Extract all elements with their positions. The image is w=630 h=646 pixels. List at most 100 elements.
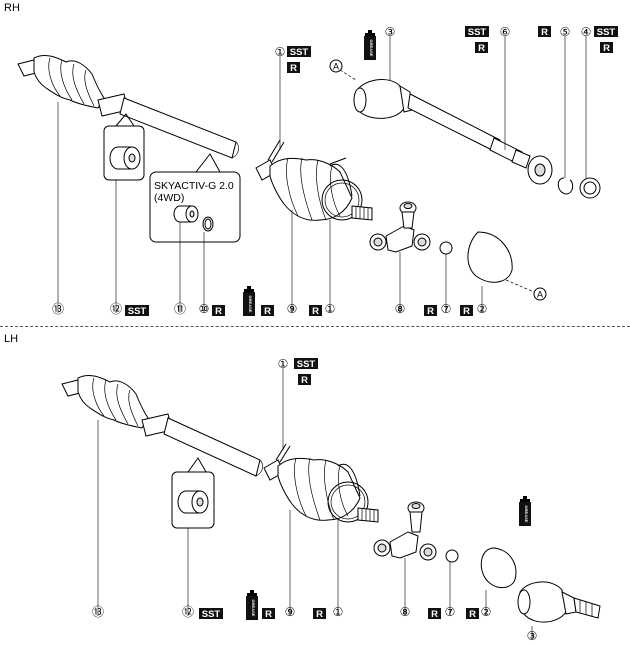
lh-callout-13: ⑬ xyxy=(92,420,104,619)
rh-outer-joint-boot xyxy=(17,55,105,109)
rh-tag-r-4: R xyxy=(600,42,613,54)
rh-tag-r-2: R xyxy=(460,305,473,317)
svg-text:R: R xyxy=(469,609,476,620)
svg-text:GREASE: GREASE xyxy=(248,296,253,313)
svg-text:A: A xyxy=(333,62,339,72)
rh-tag-sst-4: SST xyxy=(594,26,618,38)
svg-text:R: R xyxy=(541,27,548,38)
lh-callout-7: ⑦ xyxy=(445,562,456,619)
svg-text:⑫: ⑫ xyxy=(182,605,194,619)
svg-text:A: A xyxy=(537,290,543,300)
lh-callout-12: ⑫ xyxy=(182,528,194,619)
rh-ref-a-upper-leader xyxy=(339,69,357,81)
lh-callout-9: ⑨ xyxy=(285,510,295,619)
lh-tag-r-2: R xyxy=(466,608,479,620)
rh-tag-r-9: R xyxy=(261,305,274,317)
lh-drive-shaft xyxy=(141,413,263,477)
lh-grease-icon-9: GREASE xyxy=(246,590,258,620)
rh-callout-1-top: ① xyxy=(275,45,285,150)
svg-text:⑤: ⑤ xyxy=(560,25,571,39)
lh-wire-clip xyxy=(480,547,517,589)
svg-text:R: R xyxy=(427,306,434,317)
lh-tripod-joint xyxy=(373,501,437,561)
rh-callout-12: ⑫ xyxy=(110,180,122,316)
svg-text:R: R xyxy=(316,609,323,620)
section-label-lh: LH xyxy=(4,333,19,345)
lh-tag-r-9: R xyxy=(262,608,275,620)
rh-tag-sst-1: SST xyxy=(287,46,311,58)
rh-inner-joint-housing xyxy=(339,69,413,119)
lh-inner-joint-housing xyxy=(517,581,601,623)
lh-damper-box xyxy=(171,457,215,529)
rh-tag-r-5: R xyxy=(538,26,551,38)
svg-text:③: ③ xyxy=(527,629,538,643)
lh-tag-r-7: R xyxy=(428,608,441,620)
svg-text:GREASE: GREASE xyxy=(369,40,374,57)
svg-text:①: ① xyxy=(333,605,344,619)
section-divider xyxy=(0,326,630,327)
svg-text:②: ② xyxy=(477,302,488,316)
svg-text:R: R xyxy=(290,63,297,74)
rh-intermediate-shaft xyxy=(407,93,531,169)
lh-tag-r-1b: R xyxy=(313,608,326,620)
svg-text:SST: SST xyxy=(597,27,616,38)
rh-callout-11: ⑪ xyxy=(174,222,186,316)
svg-text:⑥: ⑥ xyxy=(500,25,511,39)
rh-callout-7: ⑦ xyxy=(441,254,451,316)
rh-ref-a-lower: A xyxy=(533,287,547,301)
rh-tag-r-1b: R xyxy=(309,305,322,317)
svg-text:SST: SST xyxy=(128,306,147,317)
rh-grease-icon-9: GREASE xyxy=(243,286,255,316)
rh-callout-2: ② xyxy=(477,286,488,316)
svg-text:R: R xyxy=(264,306,271,317)
lh-shaft-spline xyxy=(357,507,379,523)
svg-text:③: ③ xyxy=(385,25,396,39)
svg-text:⑩: ⑩ xyxy=(199,302,210,316)
rh-callout-4: ④ xyxy=(581,25,592,178)
rh-drive-shaft xyxy=(97,93,239,159)
rh-damper-box xyxy=(103,113,145,181)
rh-oil-seal xyxy=(579,177,601,199)
svg-text:GREASE: GREASE xyxy=(524,506,529,523)
rh-boot-band-inner xyxy=(321,179,363,221)
rh-tag-sst-12: SST xyxy=(125,305,149,317)
rh-bearing xyxy=(527,155,553,185)
lh-inner-boot xyxy=(277,457,361,521)
rh-callout-13: ⑬ xyxy=(52,102,64,316)
svg-text:SST: SST xyxy=(297,359,316,370)
lh-tag-r-1: R xyxy=(298,374,311,386)
lh-callout-8: ⑧ xyxy=(400,558,411,619)
svg-text:GREASE: GREASE xyxy=(251,600,256,617)
section-label-rh: RH xyxy=(4,2,20,14)
variant-label: SKYACTIV-G 2.0 (4WD) xyxy=(154,180,234,204)
rh-tag-r-6: R xyxy=(475,42,488,54)
lh-callout-1-top: ① xyxy=(278,357,289,450)
svg-text:R: R xyxy=(301,375,308,386)
lh-snap-ring xyxy=(445,549,459,563)
rh-shaft-spline xyxy=(351,205,373,221)
svg-text:⑧: ⑧ xyxy=(400,605,411,619)
rh-ref-a-lower-leader xyxy=(505,279,535,293)
rh-tag-r-1: R xyxy=(287,62,300,74)
lh-outer-joint-boot xyxy=(61,375,149,429)
svg-text:R: R xyxy=(215,306,222,317)
rh-snap-ring xyxy=(439,241,453,255)
svg-text:⑪: ⑪ xyxy=(174,302,186,316)
rh-callout-5: ⑤ xyxy=(560,25,571,178)
svg-text:④: ④ xyxy=(581,25,592,39)
lh-callout-1-bottom: ① xyxy=(333,520,344,619)
rh-tag-r-10: R xyxy=(212,305,225,317)
lh-tag-sst-1: SST xyxy=(294,358,318,370)
rh-tripod-joint xyxy=(369,201,431,253)
svg-text:⑦: ⑦ xyxy=(445,605,456,619)
lh-callout-2: ② xyxy=(481,590,491,619)
svg-text:①: ① xyxy=(278,357,289,371)
rh-callout-8: ⑧ xyxy=(395,252,405,316)
svg-text:R: R xyxy=(478,43,485,54)
rh-ref-a-upper: A xyxy=(329,59,343,73)
svg-text:⑫: ⑫ xyxy=(110,302,122,316)
svg-text:SST: SST xyxy=(468,27,487,38)
svg-text:⑨: ⑨ xyxy=(287,302,298,316)
svg-text:⑬: ⑬ xyxy=(92,605,104,619)
